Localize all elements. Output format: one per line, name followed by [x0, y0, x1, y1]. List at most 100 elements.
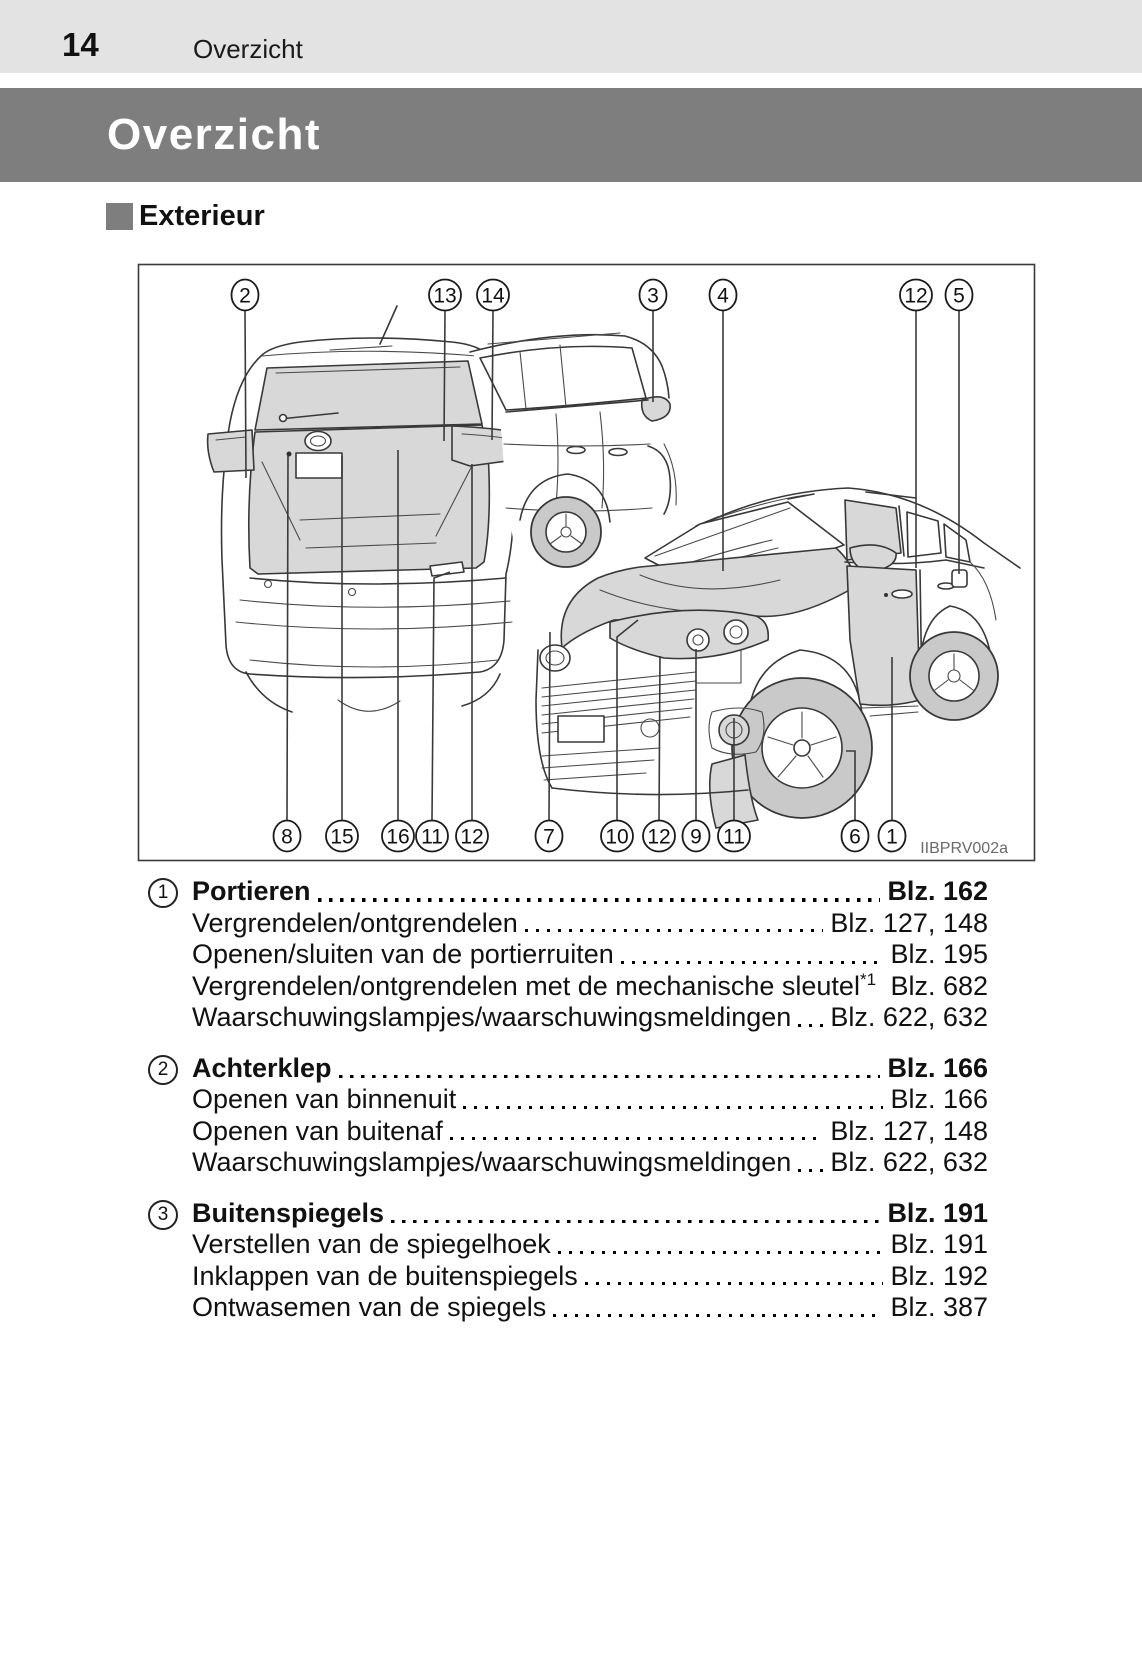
subsection-title: Exterieur: [139, 200, 265, 232]
svg-text:12: 12: [460, 826, 483, 849]
callout-13: 13: [428, 278, 462, 442]
callout-3: 3: [638, 278, 668, 402]
section-square-icon: [106, 203, 133, 230]
callout-15: 15: [325, 456, 359, 853]
toc-subitem: Inklappen van de buitenspiegels Blz. 192: [148, 1261, 988, 1293]
running-header-title: Overzicht: [193, 34, 303, 64]
footnote-marker: *1: [859, 969, 877, 989]
dot-leader: [463, 1105, 884, 1109]
toc-section-buitenspiegels: 3 Buitenspiegels Blz. 191 Verstellen van…: [148, 1198, 988, 1324]
running-header: 14 Overzicht: [0, 0, 1142, 73]
callout-12: 12: [899, 278, 933, 568]
chapter-banner: Overzicht: [0, 88, 1142, 182]
toc-subitem-label: Verstellen van de spiegelhoek: [192, 1229, 551, 1259]
toc-item-pages: Blz. 166: [887, 1052, 988, 1083]
dot-leader: [620, 960, 884, 964]
svg-text:3: 3: [647, 285, 659, 308]
svg-text:12: 12: [647, 826, 670, 849]
svg-text:16: 16: [386, 826, 409, 849]
toc-subitem-label: Vergrendelen/ontgrendelen met de mechani…: [192, 969, 877, 1001]
toc-subitem-pages: Blz. 622, 632: [830, 1002, 988, 1032]
svg-text:11: 11: [421, 826, 443, 849]
dot-leader: [557, 1250, 884, 1254]
dot-leader: [798, 1023, 824, 1027]
callout-12: 12: [642, 655, 676, 853]
toc-subitem-label: Vergrendelen/ontgrendelen: [192, 907, 518, 938]
side-car-illustration: [469, 332, 678, 568]
callout-8: 8: [272, 455, 302, 853]
dot-leader: [338, 1074, 881, 1078]
toc-subitem-pages: Blz. 127, 148: [830, 907, 988, 938]
svg-text:11: 11: [723, 826, 745, 849]
dot-leader: [449, 1137, 824, 1140]
toc-subitem-label: Waarschuwingslampjes/waarschuwingsmeldin…: [192, 1147, 792, 1177]
svg-text:7: 7: [543, 826, 555, 849]
svg-text:6: 6: [849, 826, 861, 849]
toc-item-pages: Blz. 162: [887, 876, 988, 906]
toc-subitem: Ontwasemen van de spiegels Blz. 387: [148, 1292, 988, 1324]
svg-text:13: 13: [433, 285, 456, 308]
toc-subitem: Verstellen van de spiegelhoek Blz. 191: [148, 1229, 988, 1261]
toc-list: 1 Portieren Blz. 162 Vergrendelen/ontgre…: [148, 876, 988, 1324]
callout-11: 11: [415, 571, 451, 853]
toc-subitem-label: Inklappen van de buitenspiegels: [192, 1260, 578, 1291]
toc-subitem-label: Waarschuwingslampjes/waarschuwingsmeldin…: [192, 1002, 792, 1032]
svg-text:12: 12: [904, 285, 927, 308]
callout-11: 11: [717, 718, 751, 853]
toc-subitem: Openen van binnenuit Blz. 166: [148, 1084, 988, 1116]
toc-subitem-pages: Blz. 622, 632: [830, 1147, 988, 1177]
toc-item-pages: Blz. 191: [887, 1197, 988, 1228]
dot-leader: [317, 898, 881, 902]
callout-6: 6: [840, 750, 870, 853]
callout-14: 14: [476, 278, 510, 441]
toc-item-title: Portieren: [192, 876, 311, 906]
toc-item-title: Achterklep: [192, 1052, 332, 1083]
callout-16: 16: [381, 450, 415, 853]
item-number-badge: 3: [148, 1199, 178, 1230]
toc-subitem: Vergrendelen/ontgrendelen Blz. 127, 148: [148, 908, 988, 940]
rear-car-illustration: [206, 305, 535, 713]
toc-subitem: Waarschuwingslampjes/waarschuwingsmeldin…: [148, 1147, 988, 1179]
toc-subitem: Openen/sluiten van de portierruiten Blz.…: [148, 939, 988, 971]
chapter-title: Overzicht: [107, 110, 322, 159]
toc-item: 1 Portieren Blz. 162: [148, 876, 988, 908]
svg-text:5: 5: [953, 285, 965, 308]
toc-subitem: Waarschuwingslampjes/waarschuwingsmeldin…: [148, 1002, 988, 1034]
toc-subitem-label: Openen van binnenuit: [192, 1084, 457, 1114]
svg-text:14: 14: [481, 285, 505, 308]
dot-leader: [553, 1313, 884, 1317]
callout-12: 12: [455, 464, 489, 853]
subsection-heading: Exterieur: [106, 200, 265, 232]
toc-subitem-pages: Blz. 682: [890, 970, 988, 1001]
svg-text:9: 9: [690, 826, 702, 849]
toc-subitem-pages: Blz. 166: [890, 1084, 988, 1114]
toc-subitem: Vergrendelen/ontgrendelen met de mechani…: [148, 971, 988, 1003]
toc-section-portieren: 1 Portieren Blz. 162 Vergrendelen/ontgre…: [148, 876, 988, 1034]
toc-subitem-pages: Blz. 192: [890, 1260, 988, 1291]
toc-subitem-label: Openen van buitenaf: [192, 1115, 443, 1146]
svg-text:10: 10: [605, 826, 628, 849]
page-number: 14: [62, 26, 99, 63]
item-number-badge: 2: [148, 1054, 178, 1085]
toc-item: 3 Buitenspiegels Blz. 191: [148, 1198, 988, 1230]
item-number-badge: 1: [148, 878, 178, 908]
toc-subitem-pages: Blz. 387: [890, 1292, 988, 1322]
svg-text:8: 8: [281, 826, 293, 849]
dot-leader: [524, 929, 824, 932]
callout-5: 5: [944, 278, 974, 574]
svg-text:4: 4: [717, 285, 729, 308]
dot-leader: [798, 1168, 824, 1172]
svg-text:15: 15: [330, 826, 353, 849]
svg-text:2: 2: [239, 285, 251, 308]
callout-1: 1: [877, 657, 907, 853]
callout-9: 9: [681, 649, 711, 853]
toc-subitem-label: Openen/sluiten van de portierruiten: [192, 939, 614, 969]
toc-item-title: Buitenspiegels: [192, 1197, 385, 1228]
callout-10: 10: [600, 619, 639, 853]
callout-7: 7: [534, 631, 564, 853]
svg-text:1: 1: [886, 826, 898, 849]
toc-subitem-pages: Blz. 195: [890, 939, 988, 969]
